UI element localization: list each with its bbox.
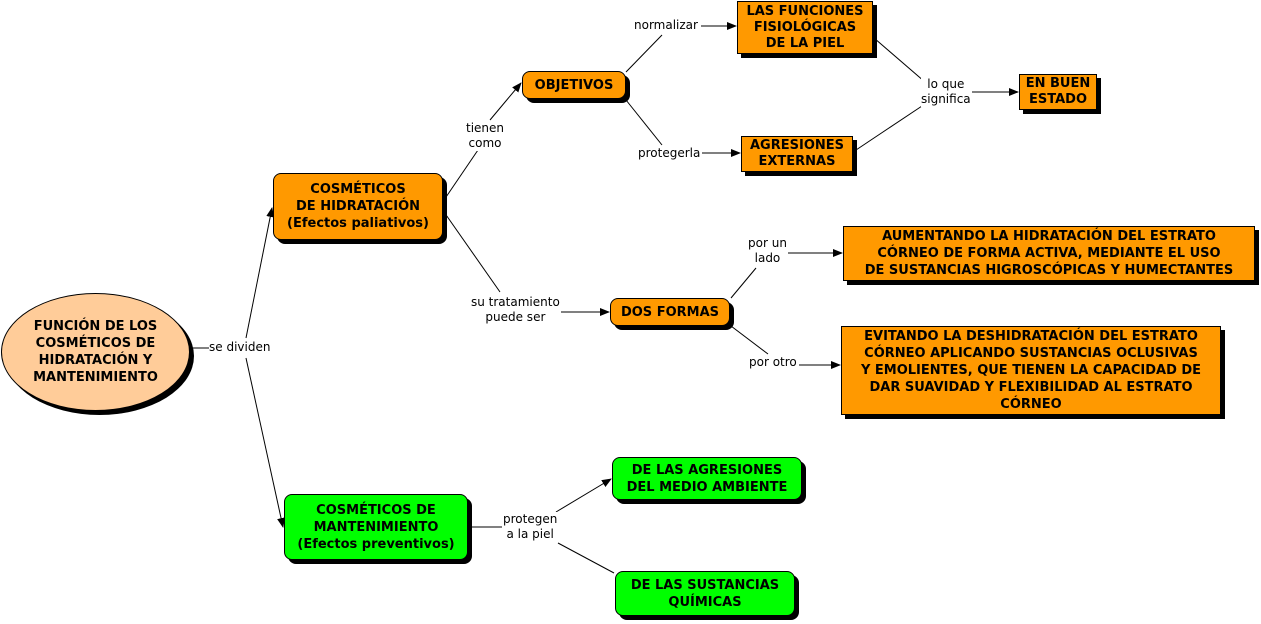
aumentando-node[interactable]: AUMENTANDO LA HIDRATACIÓN DEL ESTRATO CÓ…: [843, 226, 1255, 281]
label-normalizar: normalizar: [634, 18, 698, 33]
mantenimiento-node[interactable]: COSMÉTICOS DE MANTENIMIENTO (Efectos pre…: [284, 494, 468, 560]
link-dosformas-porotro: [730, 325, 769, 355]
link-protegen-medioambiente: [555, 478, 612, 513]
buen-estado-node[interactable]: EN BUEN ESTADO: [1019, 74, 1097, 110]
agresiones-node[interactable]: AGRESIONES EXTERNAS: [741, 136, 853, 172]
link-dosformas-porunlado: [730, 267, 757, 299]
link-hidratacion-tienen: [443, 149, 479, 201]
link-tienen-objetivos: [489, 82, 522, 121]
label-por-otro: por otro: [749, 355, 797, 370]
funciones-node[interactable]: LAS FUNCIONES FISIOLÓGICAS DE LA PIEL: [737, 1, 873, 54]
label-lo-que-significa: lo que significa: [921, 77, 971, 107]
link-hidratacion-tratamiento: [443, 211, 501, 293]
objetivos-node[interactable]: OBJETIVOS: [522, 71, 626, 99]
label-su-tratamiento: su tratamiento puede ser: [471, 295, 560, 325]
link-funciones-significa: [873, 37, 926, 83]
dos-formas-node[interactable]: DOS FORMAS: [610, 298, 730, 326]
link-objetivos-protegerla: [625, 99, 663, 146]
link-protegen-sustancias: [557, 542, 615, 574]
label-protegen: protegen a la piel: [503, 512, 558, 542]
label-por-un-lado: por un lado: [748, 236, 787, 266]
link-sedividen-mantenimiento: [245, 357, 285, 528]
main-concept-node[interactable]: FUNCIÓN DE LOS COSMÉTICOS DE HIDRATACIÓN…: [1, 293, 190, 411]
evitando-node[interactable]: EVITANDO LA DESHIDRATACIÓN DEL ESTRATO C…: [841, 326, 1221, 415]
label-se-dividen: se dividen: [209, 340, 271, 355]
label-tienen-como: tienen como: [466, 121, 505, 151]
link-agresiones-significa: [855, 105, 923, 151]
hidratacion-node[interactable]: COSMÉTICOS DE HIDRATACIÓN (Efectos palia…: [273, 173, 443, 240]
link-objetivos-normalizar: [625, 34, 663, 73]
link-sedividen-hidratacion: [245, 207, 275, 339]
medio-ambiente-node[interactable]: DE LAS AGRESIONES DEL MEDIO AMBIENTE: [612, 457, 802, 500]
label-protegerla: protegerla: [638, 146, 701, 161]
sustancias-quimicas-node[interactable]: DE LAS SUSTANCIAS QUÍMICAS: [615, 571, 795, 616]
